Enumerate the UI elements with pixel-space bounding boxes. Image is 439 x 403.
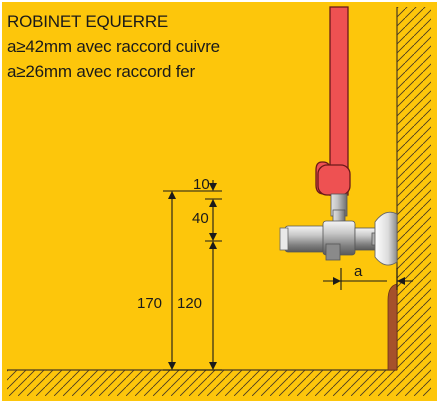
angle-valve-icon [279,193,398,266]
supply-pipe [315,6,351,196]
iron-fitting-note: a≥26mm avec raccord fer [7,62,196,81]
dim-170-label: 170 [137,295,162,312]
floor [7,369,431,396]
dim-10-label: 10 [193,176,210,193]
dim-a-label: a [354,263,363,280]
dimension-lines [163,180,413,371]
wall [396,7,431,370]
baseboard [387,283,398,371]
dim-120-label: 120 [177,295,202,312]
dim-40-label: 40 [192,210,209,227]
diagram-title: ROBINET EQUERRE [7,12,169,31]
dimension-arrows [168,183,405,370]
copper-fitting-note: a≥42mm avec raccord cuivre [7,37,220,56]
